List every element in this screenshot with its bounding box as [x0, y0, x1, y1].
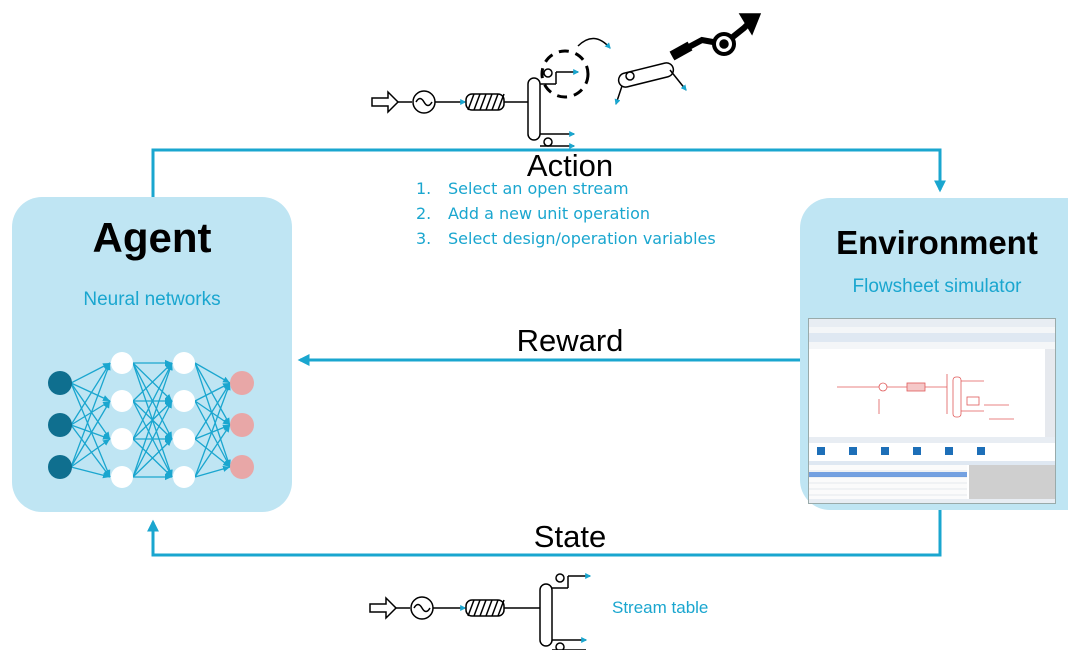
- nn-edge: [70, 438, 111, 468]
- agent-title: Agent: [92, 214, 212, 261]
- state-label: State: [533, 519, 607, 554]
- nn-edge: [194, 382, 231, 440]
- nn-output-node: [230, 455, 254, 479]
- nn-hidden-node: [111, 390, 133, 412]
- nn-edge: [70, 424, 111, 440]
- action-step: 2.Add a new unit operation: [416, 204, 651, 223]
- nn-edge: [70, 382, 111, 402]
- nn-edge: [70, 400, 111, 468]
- nn-edge: [70, 382, 111, 440]
- state-flowsheet-illustration: [369, 573, 592, 650]
- neural-network-nodes: [48, 352, 254, 488]
- nn-edge: [194, 400, 231, 426]
- nn-edge: [194, 382, 231, 478]
- state-arrow: [147, 510, 942, 557]
- environment-subtitle: Flowsheet simulator: [852, 276, 1022, 297]
- nn-edge: [194, 465, 231, 478]
- nn-edge: [194, 400, 231, 468]
- stream-table-label: Stream table: [612, 598, 709, 617]
- nn-hidden-node: [173, 466, 195, 488]
- action-arrow: [151, 148, 946, 197]
- nn-edge: [132, 438, 173, 478]
- nn-edge: [194, 362, 231, 468]
- reward-label: Reward: [516, 323, 624, 358]
- agent-subtitle: Neural networks: [83, 289, 221, 310]
- nn-edge: [132, 362, 173, 402]
- action-steps-list: 1.Select an open stream 2.Add a new unit…: [416, 176, 716, 251]
- flowsheet-simulator-screenshot: [808, 318, 1056, 504]
- nn-edge: [194, 424, 231, 478]
- action-step: 1.Select an open stream: [416, 179, 629, 198]
- nn-hidden-node: [173, 428, 195, 450]
- environment-title: Environment: [836, 224, 1038, 261]
- nn-edge: [70, 400, 111, 426]
- nn-edge: [132, 362, 173, 478]
- nn-edge: [70, 362, 111, 468]
- nn-edge: [70, 382, 111, 478]
- nn-input-node: [48, 371, 72, 395]
- nn-edge: [70, 362, 111, 384]
- nn-hidden-node: [111, 352, 133, 374]
- nn-edge: [194, 362, 231, 384]
- nn-edge: [194, 362, 231, 426]
- neural-network-edges: [70, 359, 231, 481]
- nn-input-node: [48, 455, 72, 479]
- nn-edge: [70, 466, 111, 479]
- nn-hidden-node: [111, 466, 133, 488]
- nn-output-node: [230, 413, 254, 437]
- nn-output-node: [230, 371, 254, 395]
- nn-edge: [70, 424, 111, 478]
- nn-edge: [194, 438, 231, 468]
- action-step: 3.Select design/operation variables: [416, 229, 716, 248]
- nn-input-node: [48, 413, 72, 437]
- nn-hidden-node: [173, 390, 195, 412]
- action-label: Action: [526, 148, 614, 183]
- nn-edge: [132, 362, 173, 440]
- action-flowsheet-illustration: [371, 13, 762, 149]
- nn-edge: [70, 362, 111, 426]
- nn-edge: [132, 400, 173, 478]
- nn-hidden-node: [173, 352, 195, 374]
- nn-hidden-node: [111, 428, 133, 450]
